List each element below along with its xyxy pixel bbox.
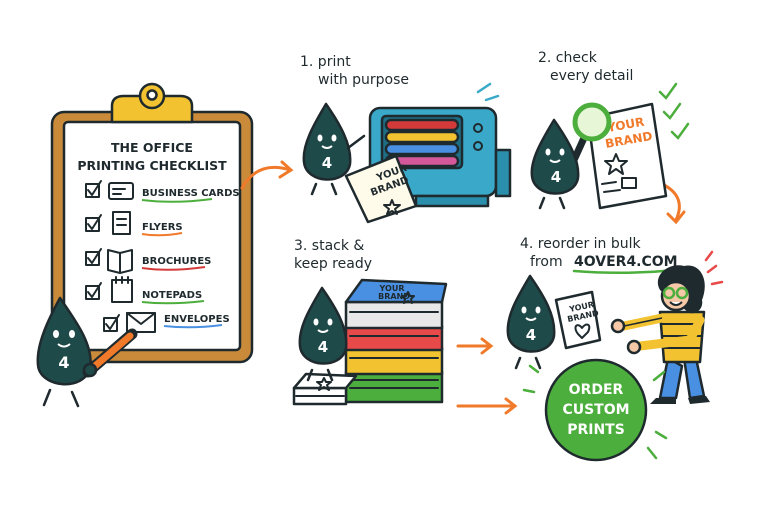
star-icon <box>383 199 401 215</box>
heart-icon <box>574 323 591 339</box>
cta-line1: ORDER <box>569 382 624 398</box>
checkbox <box>85 285 100 300</box>
business-card-icon <box>108 182 134 200</box>
order-custom-prints-button[interactable]: ORDER CUSTOM PRINTS <box>544 358 648 462</box>
star-icon <box>604 153 628 175</box>
step2-subheading: every detail <box>550 68 633 84</box>
arrow-icon <box>456 337 494 355</box>
checkbox <box>85 183 100 198</box>
checklist-row: BUSINESS CARDS <box>85 180 240 203</box>
step3-heading: 3. stack & <box>294 238 364 254</box>
checklist-row: ENVELOPES <box>103 312 230 333</box>
mascot: 4 <box>506 274 556 370</box>
step2-heading: 2. check <box>538 50 598 66</box>
notepad-icon <box>111 276 133 303</box>
arrow-icon <box>240 160 294 190</box>
check-icon <box>658 82 690 140</box>
flyer-icon <box>112 211 131 235</box>
step3-subheading: keep ready <box>294 256 372 272</box>
check-icon <box>87 248 102 264</box>
checkbox <box>85 251 100 266</box>
brand-card: YOUR BRAND <box>554 290 602 350</box>
printer-icon <box>368 82 512 208</box>
cta-line2: CUSTOM <box>562 402 629 418</box>
checklist-row: NOTEPADS <box>85 276 205 305</box>
step4-brand-link: 4OVER4.COM <box>574 254 678 270</box>
magnifier-icon <box>570 102 612 164</box>
checklist-title-line1: THE OFFICE <box>111 140 193 155</box>
box-text-your: YOUR <box>379 284 405 293</box>
sparkle-icon <box>522 364 668 460</box>
step4-heading: 4. reorder in bulk <box>520 236 642 252</box>
checklist-item-label: BUSINESS CARDS <box>142 188 240 199</box>
paper-stack: YOUR BRAND <box>344 278 448 404</box>
step1-subheading: with purpose <box>318 72 409 88</box>
checklist-item-label: NOTEPADS <box>142 290 202 301</box>
checklist-row: FLYERS <box>85 211 183 237</box>
cta-line3: PRINTS <box>567 422 625 438</box>
checklist-row: BROCHURES <box>85 248 211 274</box>
checkbox <box>103 317 118 332</box>
person-customer <box>610 250 724 404</box>
arrow-icon <box>456 397 518 415</box>
box-text-brand: BRAND <box>378 292 410 301</box>
mascot-label: 4 <box>318 338 328 356</box>
checklist-item-label: ENVELOPES <box>164 314 230 325</box>
star-icon <box>316 377 332 391</box>
step4-subheading-prefix: from <box>530 254 563 270</box>
mascot-label: 4 <box>526 326 536 344</box>
check-icon <box>87 282 102 298</box>
check-icon <box>87 180 102 196</box>
brochure-icon <box>107 249 133 274</box>
small-card-stack <box>292 372 358 406</box>
mascot-label: 4 <box>58 353 69 372</box>
mascot-label: 4 <box>551 168 561 186</box>
mascot-with-pen: 4 <box>36 296 138 408</box>
checklist-item-label: FLYERS <box>142 222 183 233</box>
checklist-title-line2: PRINTING CHECKLIST <box>77 158 227 173</box>
clipboard-clip-icon <box>110 82 194 124</box>
mascot: 4 <box>298 286 348 382</box>
star-icon <box>401 291 415 304</box>
step1-heading: 1. print <box>300 54 351 70</box>
checklist-item-label: BROCHURES <box>142 256 211 267</box>
printed-paper: YOUR BRAND <box>344 154 418 224</box>
check-icon <box>87 214 102 230</box>
mascot: 4 <box>302 102 366 196</box>
envelope-icon <box>126 312 156 333</box>
checkbox <box>85 217 100 232</box>
doc-text-your: YOUR <box>605 115 645 135</box>
check-icon <box>105 314 120 330</box>
mascot: 4 <box>530 118 580 210</box>
mascot-label: 4 <box>322 154 332 172</box>
